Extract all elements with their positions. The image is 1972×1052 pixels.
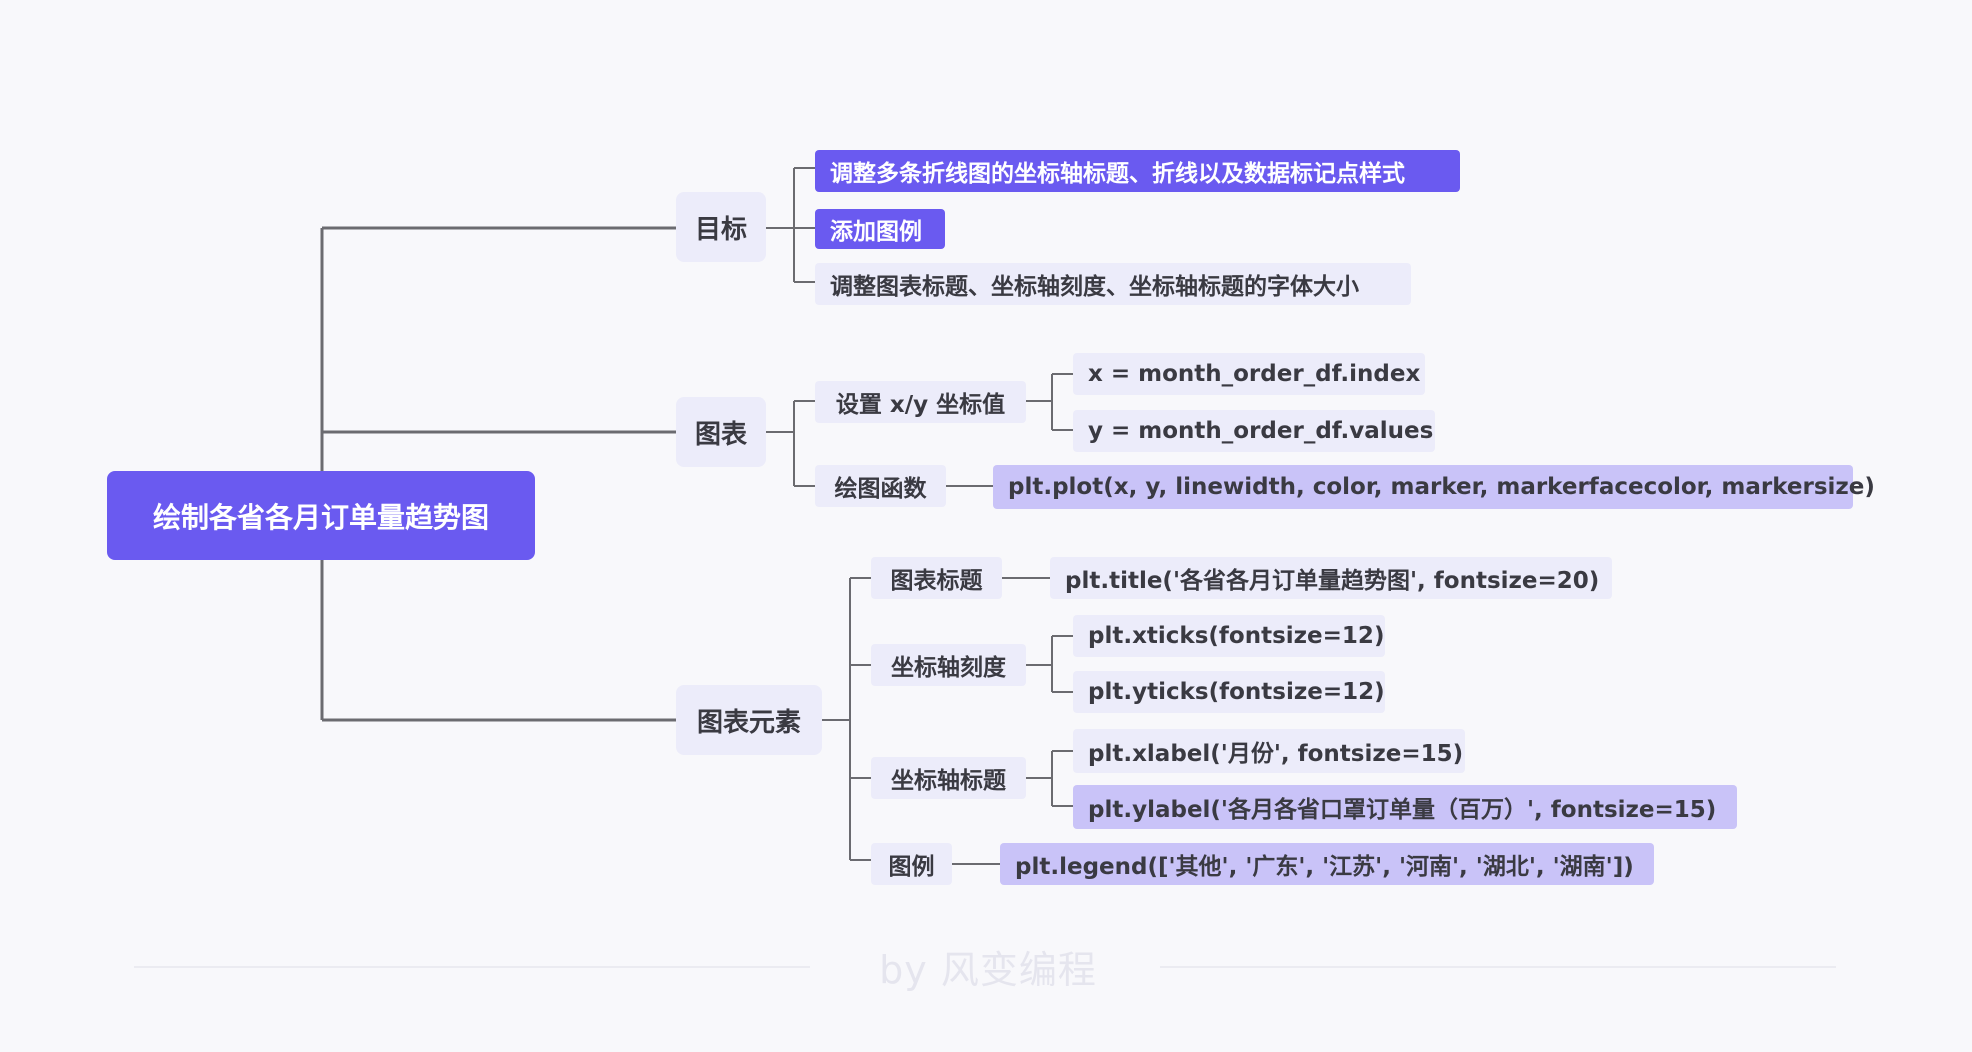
footer-rule-left — [134, 966, 810, 968]
link-elements — [822, 577, 871, 861]
branch-chart[interactable]: 图表 — [676, 397, 766, 467]
elements-leaf-xticks[interactable]: plt.xticks(fontsize=12) — [1073, 615, 1385, 657]
elements-leaf-title[interactable]: plt.title('各省各月订单量趋势图', fontsize=20) — [1050, 557, 1612, 599]
branch-goal[interactable]: 目标 — [676, 192, 766, 262]
chart-group-set-xy[interactable]: 设置 x/y 坐标值 — [815, 381, 1026, 423]
elements-group-ticks[interactable]: 坐标轴刻度 — [871, 644, 1026, 686]
link-goal — [766, 167, 815, 283]
elements-leaf-legend[interactable]: plt.legend(['其他', '广东', '江苏', '河南', '湖北'… — [1000, 843, 1654, 885]
link-setxy — [1026, 373, 1073, 431]
chart-leaf-y[interactable]: y = month_order_df.values — [1073, 410, 1435, 452]
link-chart — [766, 400, 815, 487]
chart-leaf-plot[interactable]: plt.plot(x, y, linewidth, color, marker,… — [993, 465, 1875, 509]
chart-leaf-x[interactable]: x = month_order_df.index — [1073, 353, 1425, 395]
elements-group-legend[interactable]: 图例 — [871, 843, 952, 885]
chart-group-plot-function[interactable]: 绘图函数 — [815, 465, 946, 507]
elements-group-title[interactable]: 图表标题 — [871, 557, 1002, 599]
elements-leaf-xlabel[interactable]: plt.xlabel('月份', fontsize=15) — [1073, 729, 1465, 773]
link-ticks — [1026, 635, 1073, 693]
link-labels — [1026, 750, 1073, 807]
goal-leaf-add-legend[interactable]: 添加图例 — [815, 209, 945, 249]
root-node[interactable]: 绘制各省各月订单量趋势图 — [107, 471, 535, 560]
elements-group-axis-labels[interactable]: 坐标轴标题 — [871, 757, 1026, 799]
goal-leaf-adjust-style[interactable]: 调整多条折线图的坐标轴标题、折线以及数据标记点样式 — [815, 150, 1460, 192]
goal-leaf-font-size[interactable]: 调整图表标题、坐标轴刻度、坐标轴标题的字体大小 — [815, 263, 1411, 305]
elements-leaf-yticks[interactable]: plt.yticks(fontsize=12) — [1073, 671, 1385, 713]
footer-rule-right — [1160, 966, 1836, 968]
footer-watermark: by 风变编程 — [879, 947, 1097, 992]
branch-chart-elements[interactable]: 图表元素 — [676, 685, 822, 755]
elements-leaf-ylabel[interactable]: plt.ylabel('各月各省口罩订单量（百万）', fontsize=15) — [1073, 785, 1737, 829]
